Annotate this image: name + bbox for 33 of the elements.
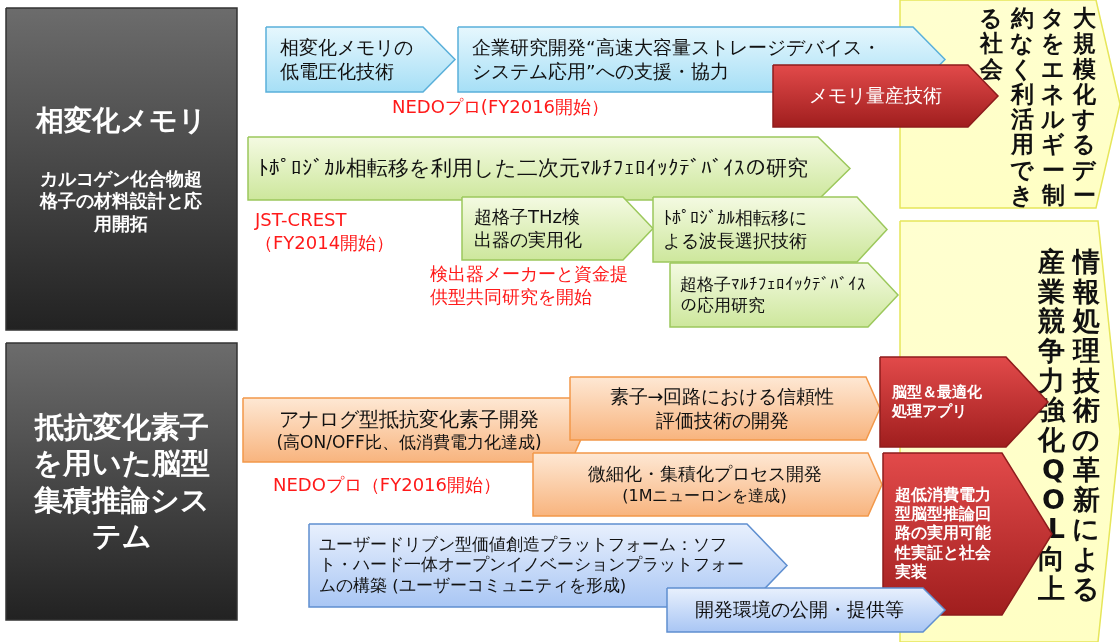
- title-panel: [6, 343, 237, 620]
- chevron-label: 微細化・集積化プロセス開発: [587, 463, 822, 486]
- panel-subtitle: カルコゲン化合物超格子の材料設計と応用開拓: [38, 167, 204, 236]
- step-banner: [570, 377, 880, 440]
- chevron-label: 開発環境の公開・提供等: [694, 598, 904, 622]
- chevron-label: 素子→回路における信頼性評価技術の開発: [608, 384, 836, 433]
- step-banner: [670, 263, 898, 327]
- step-banner: [653, 197, 887, 262]
- chevron-label: ユーザードリブン型価値創造プラットフォーム：ソフト・ハード一体オープンイノベーションプラットフォームの構築 (ユーザーコミュニティを形成): [319, 534, 745, 597]
- step-banner: [462, 197, 653, 260]
- note-text: NEDOプロ(FY2016開始）: [392, 95, 610, 119]
- note-text: NEDOプロ（FY2016開始）: [273, 473, 502, 497]
- step-banner: [533, 453, 882, 516]
- chevron-label: ﾄﾎﾟﾛｼﾞｶﾙ相転移を利用した二次元ﾏﾙﾁﾌｪﾛｲｯｸﾃﾞﾊﾞｲｽの研究: [258, 155, 809, 182]
- note-text: JST-CREST （FY2014開始）: [255, 208, 396, 255]
- step-banner: [266, 27, 455, 92]
- chevron-label: (1Mニューロンを達成): [622, 485, 787, 506]
- chevron-label: 企業研究開発“高速大容量ストレージデバイス・システム応用”への支援・協力: [472, 36, 882, 83]
- chevron-label: 超格子ﾏﾙﾁﾌｪﾛｲｯｸﾃﾞﾊﾞｲｽの応用研究: [680, 273, 867, 317]
- chevron-label: メモリ量産技術: [809, 84, 942, 108]
- chevron-label: 相変化メモリの低電圧化技術: [280, 35, 414, 84]
- chevron-label: ﾄﾎﾟﾛｼﾞｶﾙ相転移による波長選択技術: [663, 207, 808, 252]
- chevron-label: 脳型＆最適化処理アプリ: [892, 383, 983, 421]
- note-text: 検出器メーカーと資金提供型共同研究を開始: [430, 262, 629, 309]
- step-banner: [667, 588, 945, 632]
- chevron-label: 超低消費電力型脳型推論回路の実用可能性実証と社会実装: [895, 485, 992, 583]
- panel-title: 抵抗変化素子を用いた脳型集積推論システム: [32, 409, 211, 554]
- chevron-label: 超格子THz検出器の実用化: [474, 206, 583, 251]
- chevron-label: (高ON/OFF比、低消費電力化達成): [276, 431, 542, 454]
- panel-title: 相変化メモリ: [36, 102, 207, 138]
- vertical-text: 大規模化するデータをエネルギー制約なく利活用できる社会: [979, 6, 1096, 211]
- chevron-label: アナログ型抵抗変化素子開発: [279, 406, 539, 432]
- title-panel: [6, 8, 237, 330]
